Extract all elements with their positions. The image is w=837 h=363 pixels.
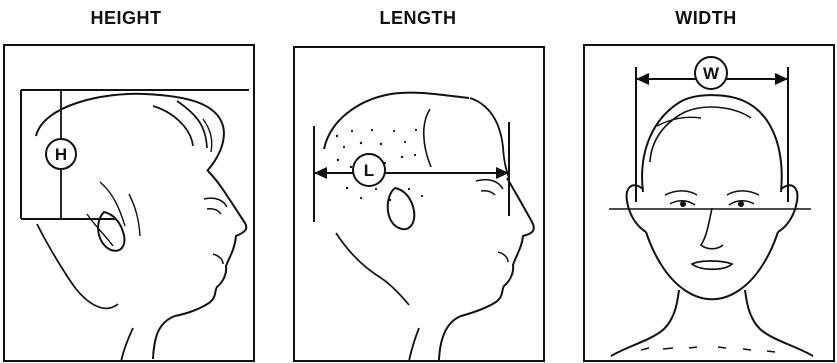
- length-diagram: L: [293, 46, 545, 362]
- width-diagram: W: [583, 44, 835, 362]
- width-panel: W: [583, 44, 835, 362]
- width-title: WIDTH: [606, 8, 806, 29]
- height-panel: H: [3, 44, 255, 362]
- length-marker: L: [364, 161, 374, 180]
- height-title: HEIGHT: [26, 8, 226, 29]
- length-title: LENGTH: [318, 8, 518, 29]
- height-marker: H: [55, 145, 67, 164]
- width-marker: W: [703, 64, 720, 83]
- height-diagram: H: [3, 44, 255, 362]
- length-panel: L: [293, 46, 545, 362]
